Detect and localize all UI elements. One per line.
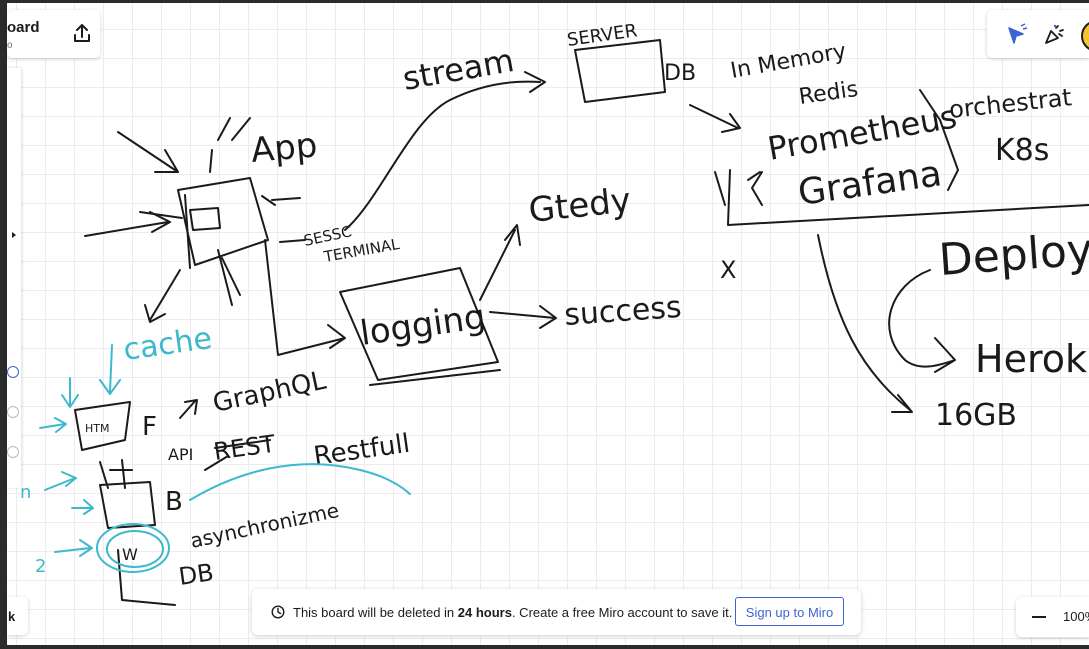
left-toolbar <box>7 68 21 488</box>
svg-text:B: B <box>165 487 183 517</box>
svg-text:Grafana: Grafana <box>796 153 945 214</box>
reactions-button[interactable] <box>1041 22 1067 48</box>
window-left-edge <box>0 0 7 649</box>
board-deletion-notice: This board will be deleted in 24 hours. … <box>252 589 861 635</box>
svg-text:Redis: Redis <box>797 77 859 110</box>
bottom-left-label: k <box>8 609 16 624</box>
svg-text:2: 2 <box>35 556 46 577</box>
clock-icon <box>271 605 285 619</box>
zoom-out-minus-icon[interactable] <box>1032 616 1046 618</box>
svg-text:cache: cache <box>121 321 214 368</box>
svg-text:Deploy: Deploy <box>937 224 1089 286</box>
app-box-sketch <box>177 177 269 266</box>
sign-up-button[interactable]: Sign up to Miro <box>735 597 844 626</box>
notice-text: This board will be deleted in 24 hours. … <box>293 605 733 620</box>
zoom-level[interactable]: 100% <box>1063 609 1089 624</box>
svg-text:In Memory: In Memory <box>729 39 848 84</box>
share-button[interactable] <box>69 20 95 46</box>
svg-text:X: X <box>720 256 736 284</box>
board-info-panel: oard o <box>7 10 100 58</box>
svg-text:logging: logging <box>358 297 488 354</box>
window-top-edge <box>0 0 1089 3</box>
svg-text:K8s: K8s <box>995 133 1049 168</box>
svg-text:DB: DB <box>177 558 216 591</box>
cursor-select-icon <box>1008 23 1028 44</box>
board-title[interactable]: oard <box>7 19 40 36</box>
svg-text:orchestrat: orchestrat <box>948 83 1073 124</box>
svg-text:W: W <box>122 545 138 564</box>
user-avatar[interactable] <box>1081 20 1089 52</box>
svg-text:16GB: 16GB <box>935 398 1017 433</box>
svg-text:stream: stream <box>400 41 517 98</box>
board-subtitle: o <box>7 40 13 51</box>
svg-text:asynchronizme: asynchronizme <box>188 498 341 553</box>
svg-text:Gtedy: Gtedy <box>527 180 633 230</box>
svg-text:Heroku: Heroku <box>975 337 1089 381</box>
svg-text:DB: DB <box>664 61 696 86</box>
share-upload-icon <box>74 24 90 42</box>
svg-text:HTM: HTM <box>85 422 109 435</box>
collaboration-toolbar <box>987 10 1089 58</box>
tool-dot-icon[interactable] <box>7 406 19 418</box>
logging-box-sketch <box>339 267 499 381</box>
cursor-select-button[interactable] <box>1003 22 1029 48</box>
svg-text:App: App <box>249 125 319 171</box>
svg-text:n: n <box>20 482 31 503</box>
expand-arrow-icon[interactable] <box>12 232 16 238</box>
svg-text:success: success <box>563 290 683 333</box>
svg-text:F: F <box>142 412 157 442</box>
bottom-left-panel[interactable]: k <box>7 597 28 635</box>
svg-text:GraphQL: GraphQL <box>210 366 329 419</box>
tool-dot-icon[interactable] <box>7 366 19 378</box>
svg-text:API: API <box>168 445 193 464</box>
window-bottom-edge <box>0 645 1089 649</box>
reactions-icon <box>1045 24 1064 44</box>
zoom-control: 100% <box>1016 597 1089 637</box>
tool-dot-icon[interactable] <box>7 446 19 458</box>
